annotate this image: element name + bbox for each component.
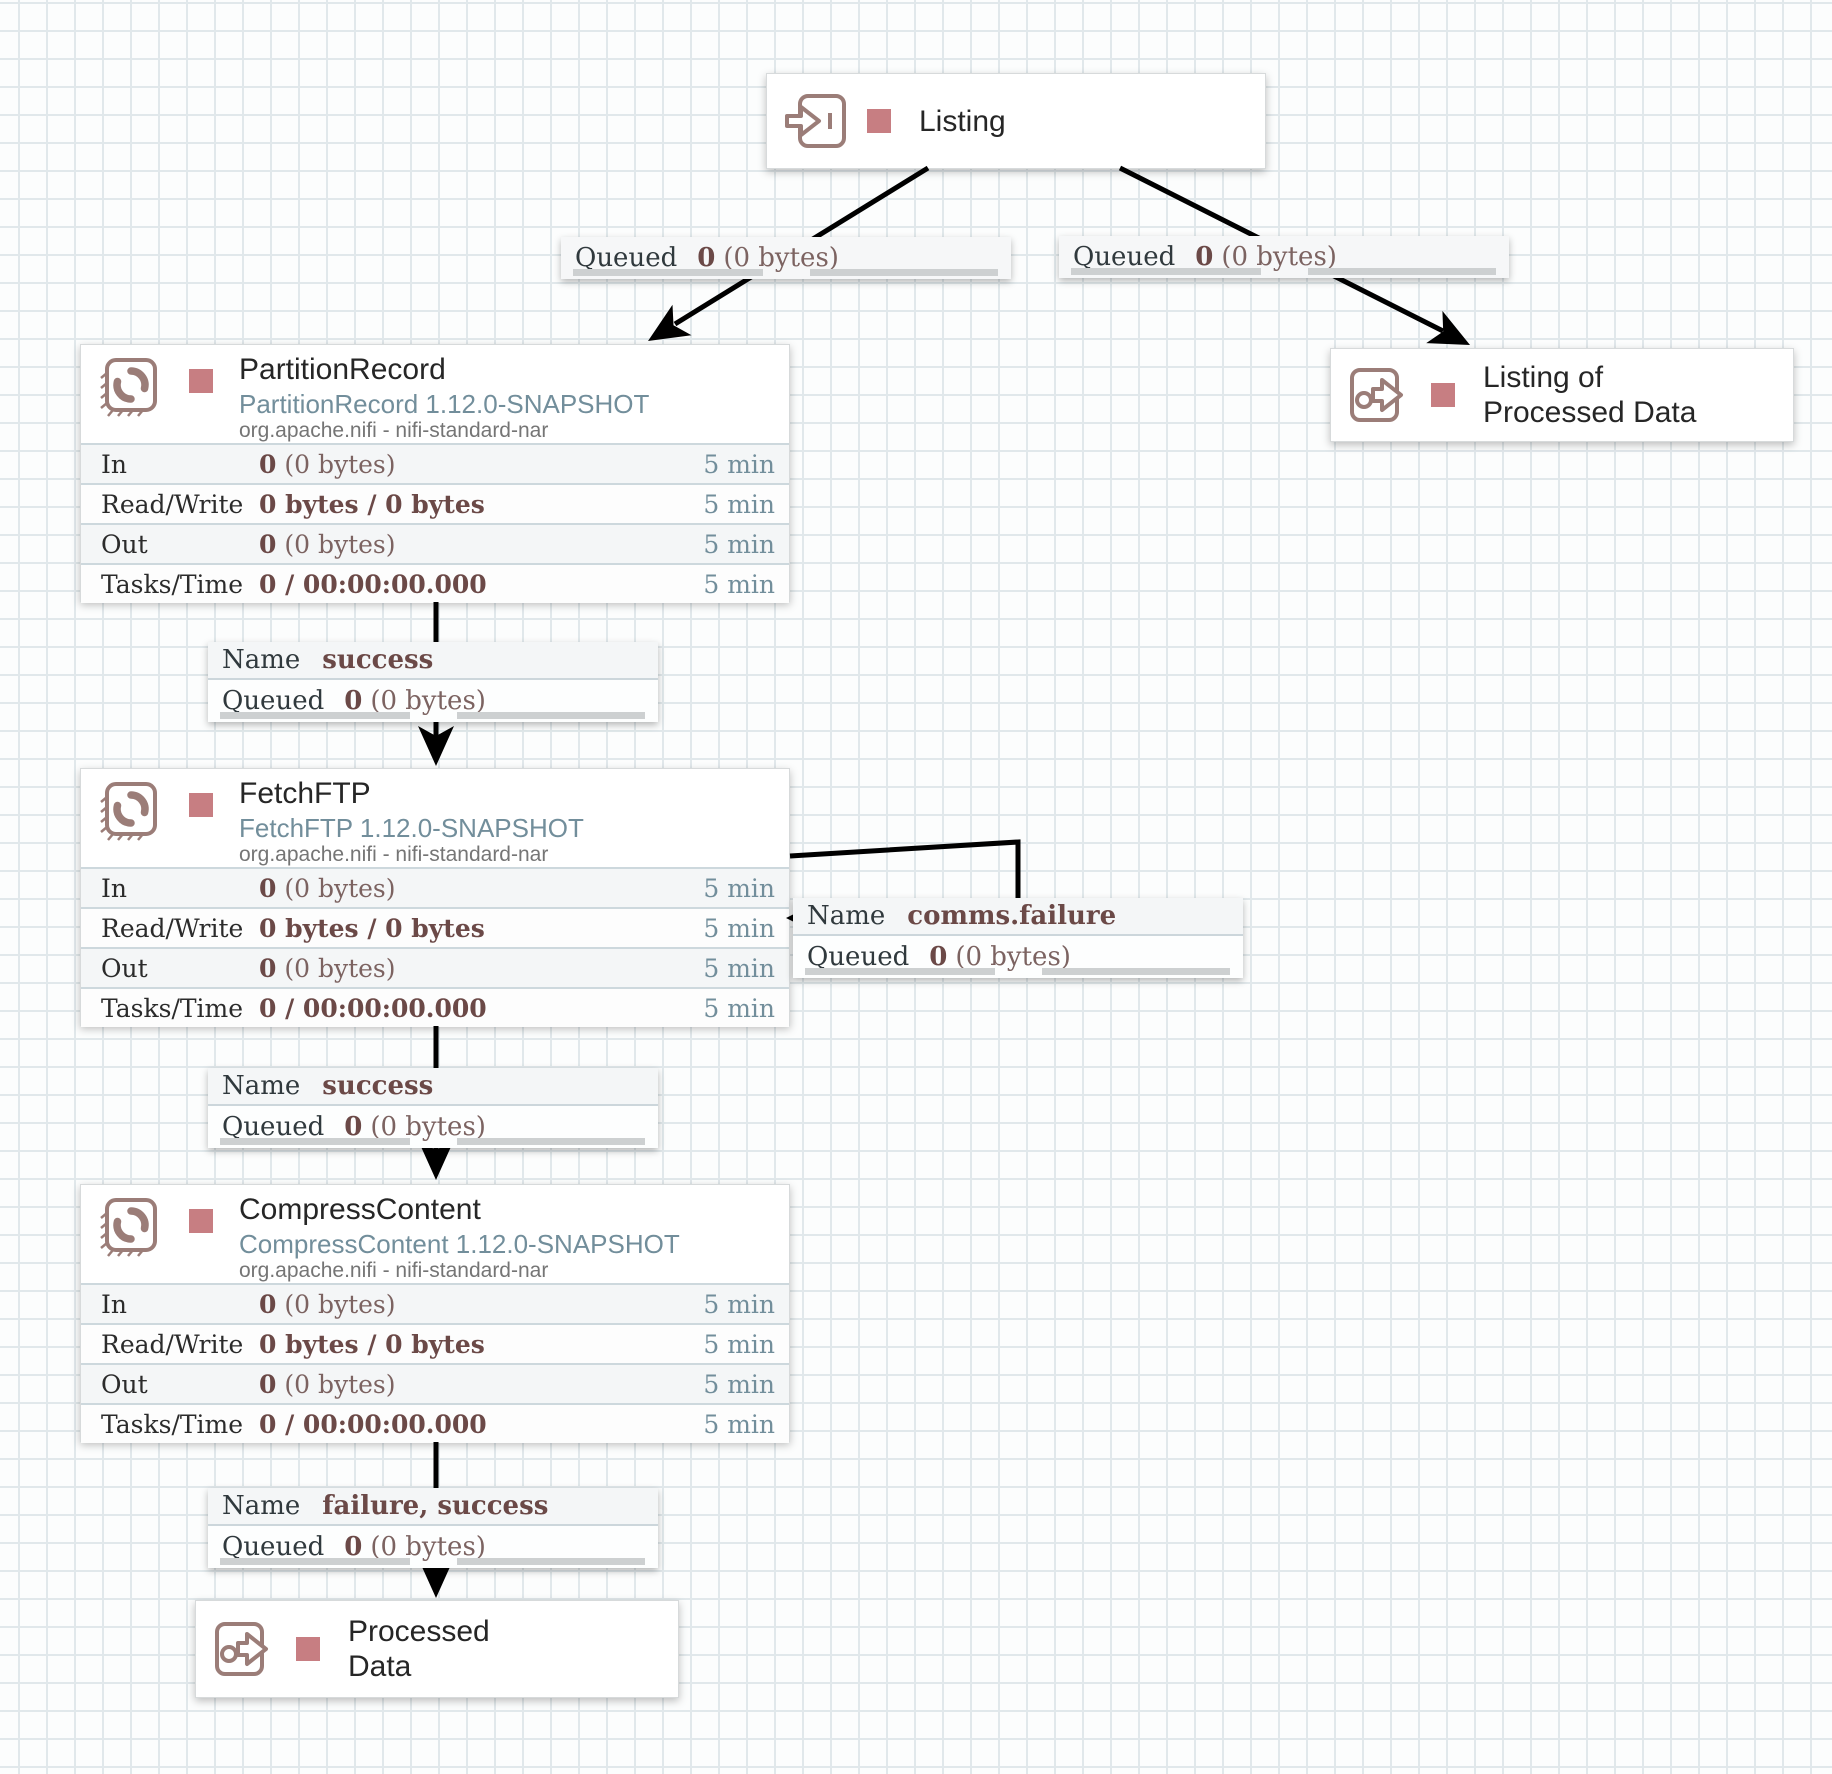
queue-count-bar: [220, 1138, 410, 1145]
arrowhead-icon: [1426, 310, 1470, 345]
queue-count-bar: [220, 712, 410, 719]
processor-compresscontent[interactable]: CompressContent CompressContent 1.12.0-S…: [80, 1184, 790, 1443]
processor-name: CompressContent: [239, 1193, 481, 1226]
processor-bundle: org.apache.nifi - nifi-standard-nar: [239, 1259, 549, 1282]
queue-count-bar: [805, 968, 995, 975]
stat-row-out: Out 0 (0 bytes) 5 min: [81, 523, 789, 563]
queue-size-bar: [1042, 968, 1230, 975]
processor-fetchftp[interactable]: FetchFTP FetchFTP 1.12.0-SNAPSHOT org.ap…: [80, 768, 790, 1027]
stopped-indicator: [189, 369, 213, 393]
stat-row-in: In 0 (0 bytes) 5 min: [81, 443, 789, 483]
stopped-indicator: [867, 109, 891, 133]
stopped-indicator: [1431, 383, 1455, 407]
processor-icon: [100, 1198, 157, 1257]
stat-row-out: Out 0 (0 bytes) 5 min: [81, 947, 789, 987]
arrowhead-icon: [648, 304, 692, 341]
stat-row-in: In 0 (0 bytes) 5 min: [81, 867, 789, 907]
queue-count-bar: [1071, 268, 1261, 275]
stat-row-in: In 0 (0 bytes) 5 min: [81, 1283, 789, 1323]
stat-row-out: Out 0 (0 bytes) 5 min: [81, 1363, 789, 1403]
processor-partitionrecord[interactable]: PartitionRecord PartitionRecord 1.12.0-S…: [80, 344, 790, 603]
processor-type: PartitionRecord 1.12.0-SNAPSHOT: [239, 389, 650, 419]
input-port-listing[interactable]: Listing: [766, 73, 1266, 169]
output-port-icon: [1350, 368, 1403, 422]
queue-size-bar: [457, 1558, 645, 1565]
processor-name: PartitionRecord: [239, 353, 446, 386]
queue-size-bar: [810, 269, 998, 276]
arrowhead-icon: [418, 726, 454, 766]
stat-row-readwrite: Read/Write 0 bytes / 0 bytes 5 min: [81, 1323, 789, 1363]
input-port-icon: [785, 94, 846, 148]
processor-name: FetchFTP: [239, 777, 371, 810]
stat-row-tasks: Tasks/Time 0 / 00:00:00.000 5 min: [81, 1403, 789, 1443]
stat-row-tasks: Tasks/Time 0 / 00:00:00.000 5 min: [81, 563, 789, 603]
queue-size-bar: [457, 1138, 645, 1145]
processor-bundle: org.apache.nifi - nifi-standard-nar: [239, 843, 549, 866]
processor-bundle: org.apache.nifi - nifi-standard-nar: [239, 419, 549, 442]
queue-size-bar: [457, 712, 645, 719]
queue-count-bar: [573, 269, 763, 276]
processor-type: CompressContent 1.12.0-SNAPSHOT: [239, 1229, 680, 1259]
connection-line-fetchftp-selfloop: [789, 839, 1021, 898]
processor-type: FetchFTP 1.12.0-SNAPSHOT: [239, 813, 584, 843]
queue-size-bar: [1308, 268, 1496, 275]
queue-count-bar: [220, 1558, 410, 1565]
stat-row-readwrite: Read/Write 0 bytes / 0 bytes 5 min: [81, 907, 789, 947]
output-port-icon: [215, 1622, 268, 1676]
processor-icon: [100, 782, 157, 841]
stopped-indicator: [189, 1209, 213, 1233]
port-name: Listing: [919, 104, 1006, 138]
stopped-indicator: [189, 793, 213, 817]
processor-icon: [100, 358, 157, 417]
stat-row-readwrite: Read/Write 0 bytes / 0 bytes 5 min: [81, 483, 789, 523]
stopped-indicator: [296, 1637, 320, 1661]
stat-row-tasks: Tasks/Time 0 / 00:00:00.000 5 min: [81, 987, 789, 1027]
